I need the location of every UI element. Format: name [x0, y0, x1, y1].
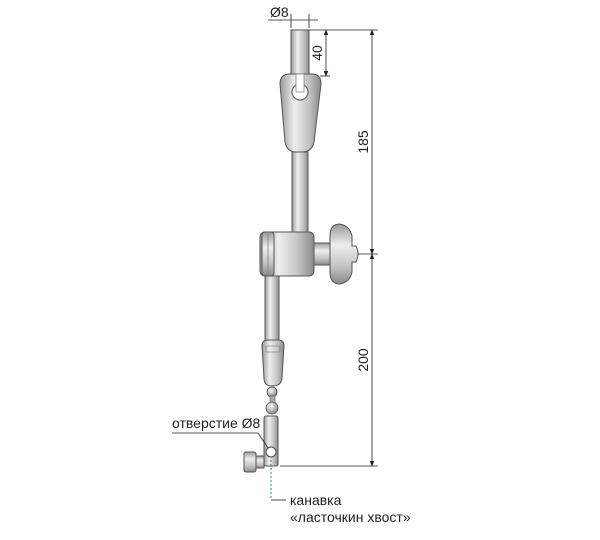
- callout-hole: отверстие Ø8: [172, 415, 261, 431]
- lower-rod-clamp: [261, 339, 285, 387]
- callout-groove-line2: «ласточкин хвост»: [290, 509, 411, 525]
- callouts: отверстие Ø8 канавка «ласточкин хвост»: [172, 415, 411, 525]
- upper-arm: [291, 151, 309, 235]
- callout-groove-line1: канавка: [290, 492, 342, 508]
- fine-adjust-plate: [263, 415, 279, 467]
- dimension-lines: Ø8 40 185 200: [268, 4, 378, 467]
- top-rod: [290, 29, 310, 81]
- lower-arm: [264, 275, 280, 345]
- dim-lower-arm-length: 200: [355, 348, 371, 372]
- dim-rod-end-length: 40: [309, 45, 325, 61]
- clamp-knob: [329, 223, 359, 285]
- dim-upper-arm-length: 185: [355, 130, 371, 154]
- clamp-slot: [295, 73, 305, 93]
- dim-rod-diameter: Ø8: [270, 4, 289, 20]
- lock-knob: [243, 451, 257, 473]
- upper-rod-clamp: [279, 73, 322, 153]
- mount-hole: [265, 446, 277, 458]
- ball-joint-upper: [266, 386, 278, 398]
- indicator-holder: [243, 29, 359, 500]
- ball-joint-lower: [265, 401, 279, 415]
